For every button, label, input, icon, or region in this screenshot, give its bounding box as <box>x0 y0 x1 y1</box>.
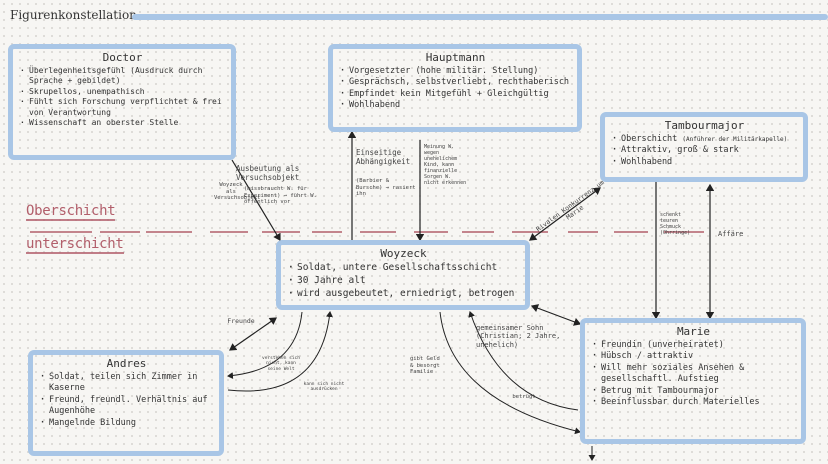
note-freunde: Freunde <box>227 317 255 325</box>
label-oberschicht: Oberschicht <box>26 203 116 221</box>
box-tambourmajor: Tambourmajor Oberschicht (Anführer der M… <box>600 112 808 182</box>
arrow-rivals <box>529 187 601 241</box>
note-geld: gibt Geld & besorgt Familie <box>410 356 440 376</box>
marie-item: Betrug mit Tambourmajor <box>591 386 796 398</box>
doctor-item: Überlegenheitsgefühl (Ausdruck durch Spr… <box>19 66 226 87</box>
box-hauptmann: Hauptmann Vorgesetzter (hohe militär. St… <box>328 44 582 132</box>
marie-item: Beeinflussbar durch Materielles <box>591 397 796 409</box>
doctor-item: Skrupellos, unempathisch <box>19 87 226 98</box>
doctor-item: Wissenschaft an oberster Stelle <box>19 118 226 129</box>
box-title-woyzeck: Woyzeck <box>380 247 427 260</box>
arrow-doctor-woyzeck <box>231 159 281 242</box>
hauptmann-item: Gesprächsch, selbstverliebt, rechthaberi… <box>339 77 572 89</box>
note-hauptmann-detail: (Barbier & Bursche) → rasiert ihn <box>356 178 416 198</box>
box-title-doctor: Doctor <box>102 51 143 64</box>
arrow-betrug <box>468 311 579 411</box>
box-title-tambourmajor: Tambourmajor <box>664 119 745 132</box>
arrow-andres-1 <box>227 311 303 380</box>
note-betrug: betrügt <box>512 394 536 400</box>
woyzeck-item: Soldat, untere Gesellschaftsschicht <box>287 262 520 275</box>
hauptmann-item: Vorgesetzter (hohe militär. Stellung) <box>339 66 572 78</box>
note-woyzeck-versuchsobjekt: Woyzeck als Versuchsobjekt <box>214 182 261 202</box>
tambourmajor-item-note: (Anführer der Militärkapelle) <box>682 136 788 143</box>
note-andres-1: verstehen sich nicht, kann seine Welt <box>262 356 300 372</box>
marie-item: Hübsch / attraktiv <box>591 351 796 363</box>
woyzeck-item: wird ausgebeutet, erniedrigt, betrogen <box>287 288 520 301</box>
tambourmajor-item-text: Oberschicht <box>621 134 678 144</box>
arrow-woyzeck-marie <box>530 304 582 326</box>
marie-item: Will mehr soziales Ansehen & gesellschaf… <box>591 363 796 386</box>
andres-item: Mangelnde Bildung <box>39 418 214 430</box>
box-woyzeck: Woyzeck Soldat, untere Gesellschaftsschi… <box>276 240 530 310</box>
note-affaere: Affäre <box>718 230 744 238</box>
label-unterschicht-text: unterschicht <box>26 236 124 252</box>
andres-item: Freund, freundl. Verhältnis auf Augenhöh… <box>39 395 214 418</box>
box-title-hauptmann: Hauptmann <box>425 51 486 64</box>
note-doctor-woyzeck: Ausbeutung als Versuchsobjekt <box>236 164 300 182</box>
box-title-andres: Andres <box>106 357 147 370</box>
box-andres: Andres Soldat, teilen sich Zimmer in Kas… <box>28 350 224 456</box>
tambourmajor-item: Attraktiv, groß & stark <box>611 145 798 157</box>
box-doctor: Doctor Überlegenheitsgefühl (Ausdruck du… <box>8 44 236 160</box>
label-oberschicht-text: Oberschicht <box>26 203 116 219</box>
hauptmann-item: Empfindet kein Mitgefühl + Gleichgültig <box>339 89 572 101</box>
arrow-freunde <box>229 317 277 351</box>
doctor-item: Fühlt sich Forschung verpflichtet & frei… <box>19 97 226 118</box>
note-doctor-woyzeck-detail: (missbraucht W. für Experiment) → führt … <box>244 186 317 206</box>
note-hauptmann-right: Meinung W. wegen unehelichem Kind, kann … <box>424 144 467 186</box>
note-andres-2: kann sich nicht ausdrücken <box>303 382 345 393</box>
woyzeck-item: 30 Jahre alt <box>287 275 520 288</box>
note-schmuck: schenkt teuren Schmuck (Ohrringe) <box>660 212 691 236</box>
hauptmann-item: Wohlhabend <box>339 100 572 112</box>
label-unterschicht: unterschicht <box>26 236 124 254</box>
andres-item: Soldat, teilen sich Zimmer in Kaserne <box>39 372 214 395</box>
title-underline <box>132 14 828 20</box>
box-marie: Marie Freundin (unverheiratet) Hübsch / … <box>580 318 806 444</box>
note-hauptmann-abhaengigkeit: Einseitige Abhängigkeit <box>356 148 411 166</box>
page-title: Figurenkonstellation <box>10 8 137 22</box>
marie-item: Freundin (unverheiratet) <box>591 340 796 352</box>
note-sohn: gemeinsamer Sohn (Christian; 2 Jahre, un… <box>476 324 561 349</box>
box-title-marie: Marie <box>676 325 711 338</box>
tambourmajor-item: Wohlhabend <box>611 157 798 169</box>
arrow-andres-2 <box>227 311 333 392</box>
arrow-money <box>439 311 581 435</box>
tambourmajor-item: Oberschicht (Anführer der Militärkapelle… <box>611 134 798 146</box>
